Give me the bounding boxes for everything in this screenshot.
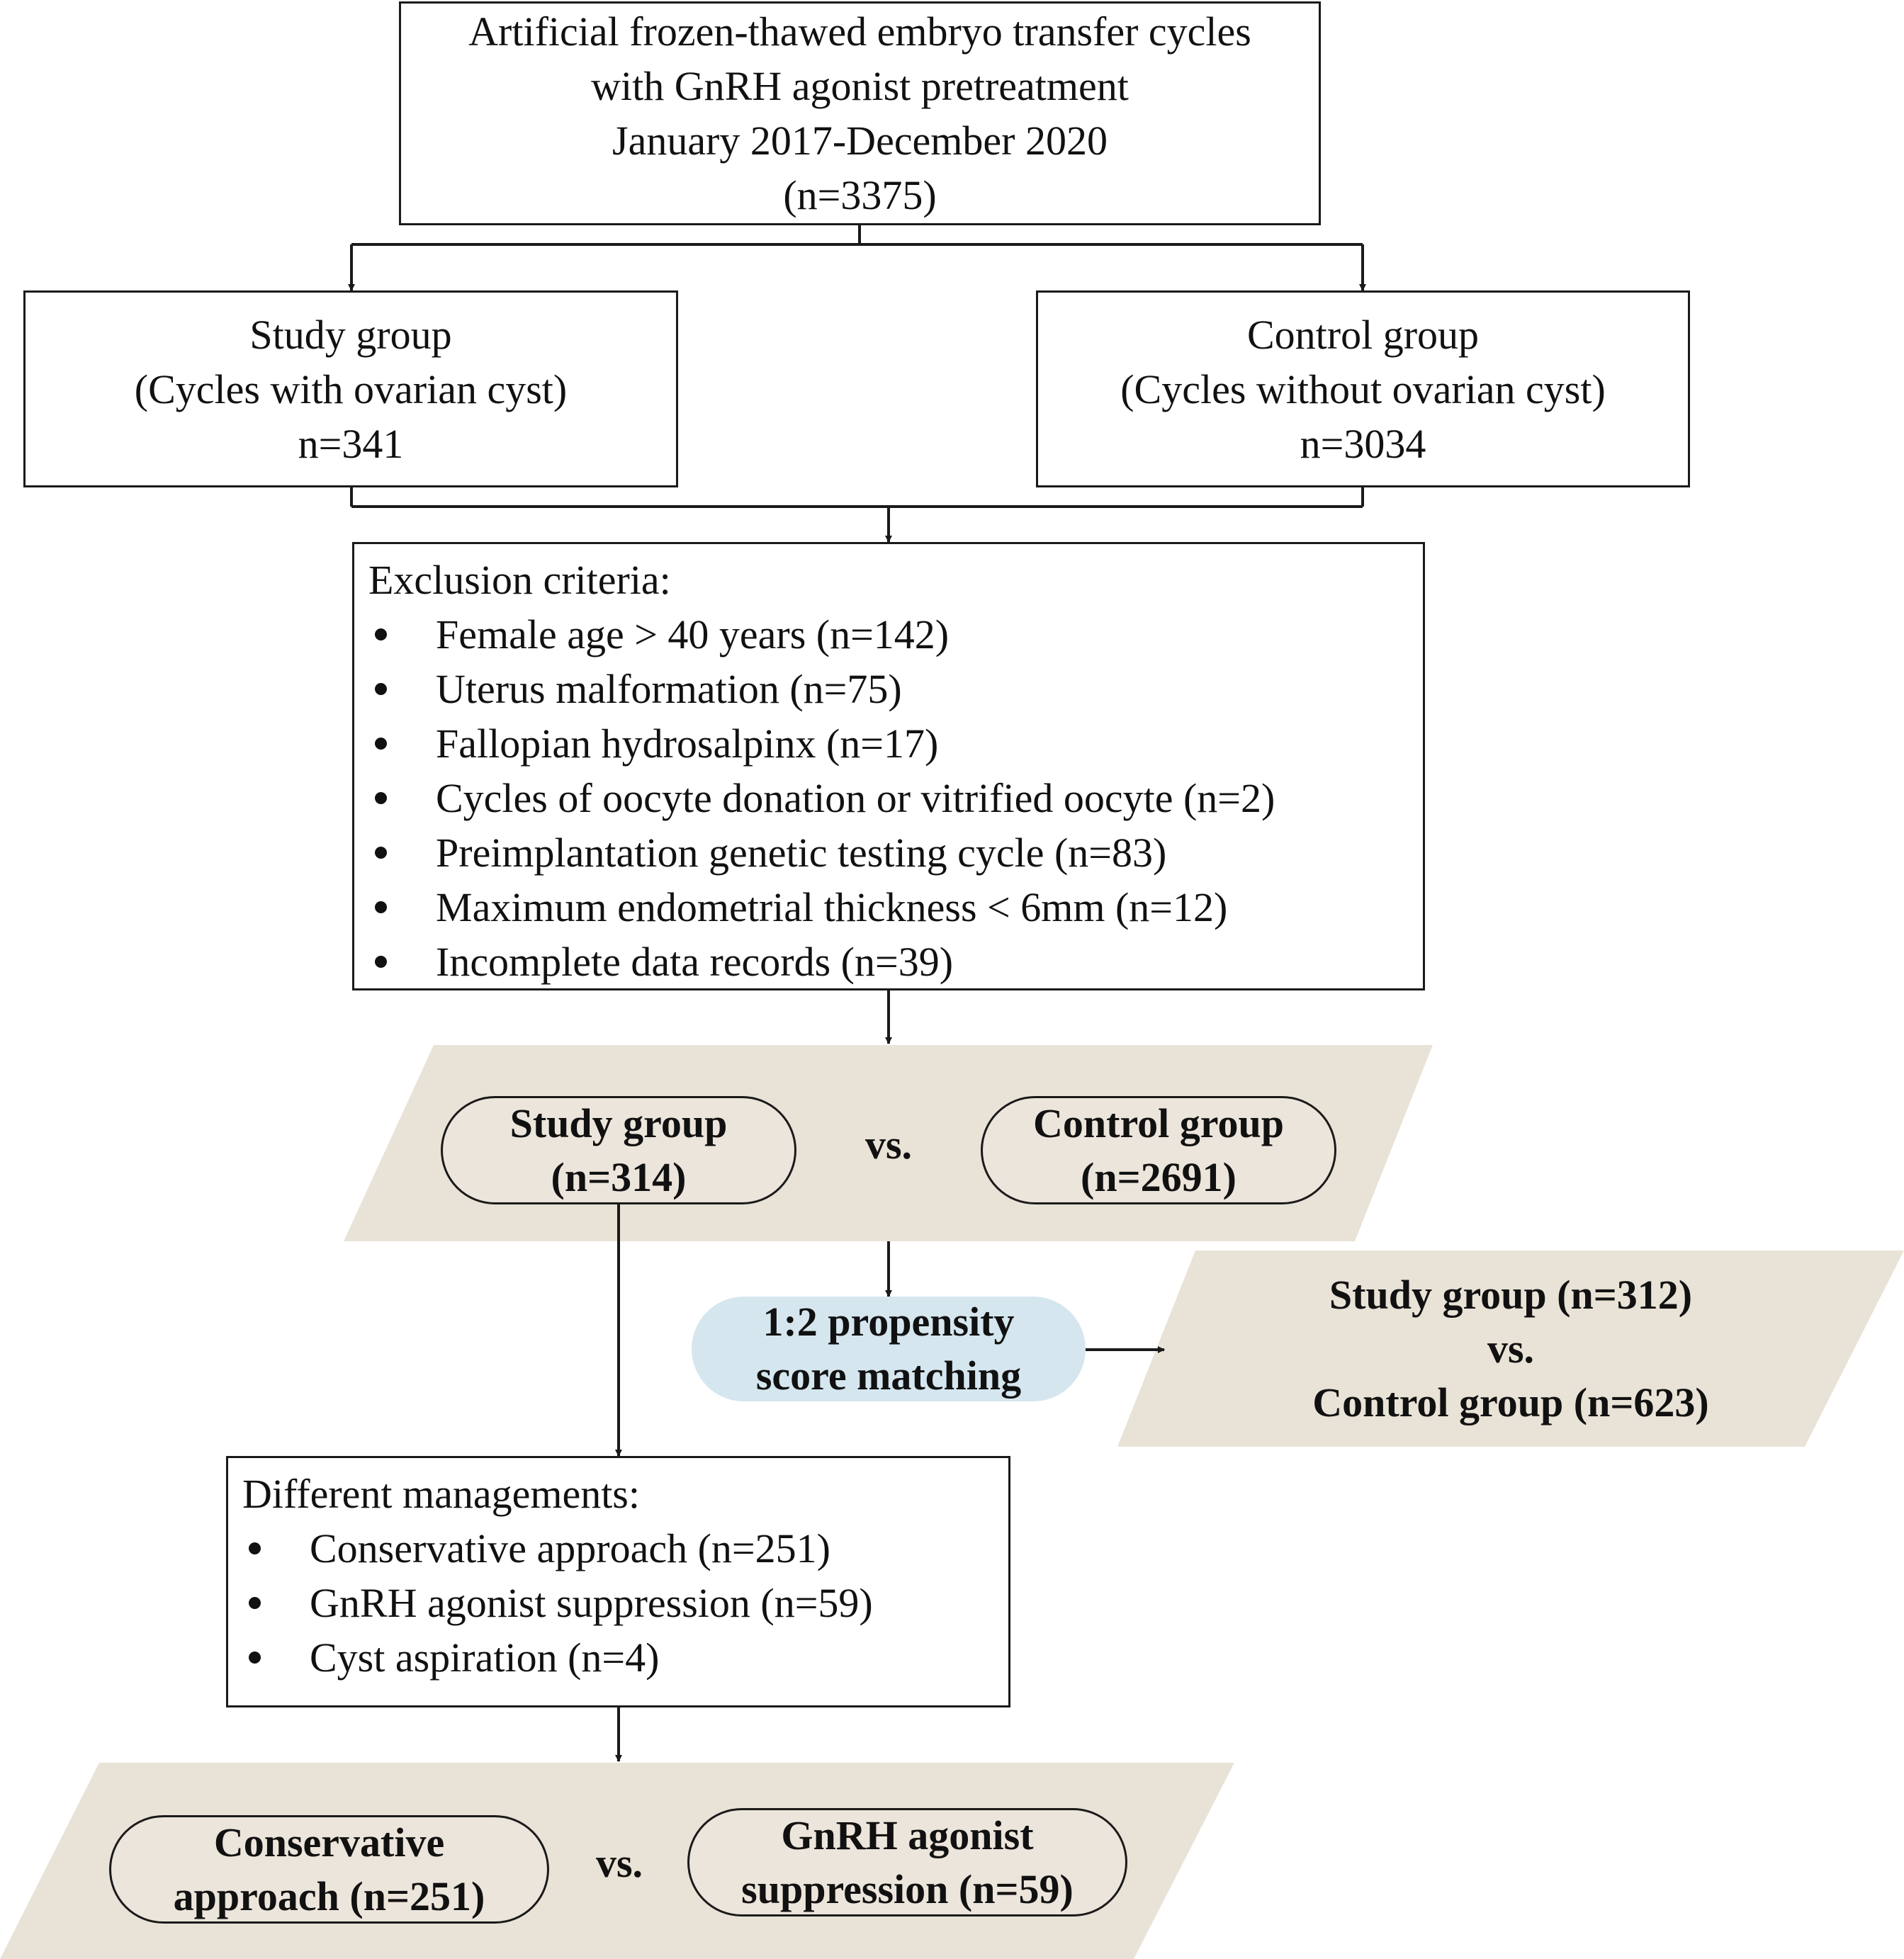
exclusion-item-text: Female age > 40 years (n=142) bbox=[436, 611, 950, 657]
exclusion-item: Maximum endometrial thickness < 6mm (n=1… bbox=[368, 880, 1423, 935]
management-item: GnRH agonist suppression (n=59) bbox=[242, 1576, 1008, 1630]
comparison-2-gnrh-pill: GnRH agonist suppression (n=59) bbox=[687, 1808, 1127, 1916]
bullet-icon bbox=[249, 1652, 261, 1664]
exclusion-item-text: Preimplantation genetic testing cycle (n… bbox=[436, 830, 1167, 876]
study-box-line-1: Study group bbox=[249, 311, 452, 358]
study-box-line-2: (Cycles with ovarian cyst) bbox=[134, 366, 568, 412]
exclusion-item: Preimplantation genetic testing cycle (n… bbox=[368, 825, 1423, 880]
comparison-1-control-pill: Control group (n=2691) bbox=[981, 1096, 1336, 1204]
top-box-line-1: Artificial frozen-thawed embryo transfer… bbox=[468, 9, 1251, 55]
study-group-box: Study group (Cycles with ovarian cyst) n… bbox=[23, 290, 678, 487]
comparison-1-vs: vs. bbox=[864, 1122, 913, 1168]
matched-line-2: vs. bbox=[1487, 1325, 1535, 1372]
matched-parallelogram bbox=[1117, 1251, 1904, 1447]
comparison-2-right-line-2: suppression (n=59) bbox=[741, 1865, 1074, 1912]
bullet-icon bbox=[375, 901, 387, 913]
exclusion-item: Incomplete data records (n=39) bbox=[368, 935, 1423, 989]
control-box-line-2: (Cycles without ovarian cyst) bbox=[1120, 366, 1606, 412]
comparison-1-study-pill: Study group (n=314) bbox=[441, 1096, 796, 1204]
comparison-1-control-line-2: (n=2691) bbox=[1081, 1153, 1237, 1200]
control-box-line-3: n=3034 bbox=[1300, 420, 1426, 467]
bullet-icon bbox=[249, 1597, 261, 1609]
management-item-text: Cyst aspiration (n=4) bbox=[310, 1635, 660, 1681]
comparison-2-conservative-pill: Conservative approach (n=251) bbox=[109, 1815, 549, 1924]
comparison-1-study-line-1: Study group bbox=[509, 1100, 728, 1146]
comparison-1-control-line-1: Control group bbox=[1033, 1100, 1284, 1146]
comparison-1-study-line-2: (n=314) bbox=[551, 1153, 687, 1200]
management-item-text: GnRH agonist suppression (n=59) bbox=[310, 1580, 873, 1626]
comparison-2-vs: vs. bbox=[595, 1840, 643, 1886]
exclusion-item: Female age > 40 years (n=142) bbox=[368, 607, 1423, 662]
top-box-line-2: with GnRH agonist pretreatment bbox=[591, 63, 1129, 109]
exclusion-item-text: Maximum endometrial thickness < 6mm (n=1… bbox=[436, 884, 1228, 930]
managements-box: Different managements: Conservative appr… bbox=[226, 1456, 1010, 1707]
top-box-line-4: (n=3375) bbox=[783, 172, 937, 218]
comparison-2-left-line-2: approach (n=251) bbox=[173, 1873, 485, 1919]
exclusion-item-text: Uterus malformation (n=75) bbox=[436, 666, 902, 712]
bullet-icon bbox=[375, 847, 387, 859]
exclusion-item: Fallopian hydrosalpinx (n=17) bbox=[368, 716, 1423, 771]
bullet-icon bbox=[375, 956, 387, 968]
exclusion-heading: Exclusion criteria: bbox=[368, 557, 671, 603]
exclusion-item-text: Cycles of oocyte donation or vitrified o… bbox=[436, 775, 1275, 821]
matched-result-text: Study group (n=312) vs. Control group (n… bbox=[1217, 1251, 1805, 1447]
comparison-2-right-line-1: GnRH agonist bbox=[781, 1812, 1034, 1858]
propensity-score-matching-pill: 1:2 propensity score matching bbox=[692, 1297, 1086, 1401]
managements-heading: Different managements: bbox=[242, 1471, 640, 1517]
management-item: Conservative approach (n=251) bbox=[242, 1521, 1008, 1576]
exclusion-criteria-box: Exclusion criteria: Female age > 40 year… bbox=[352, 542, 1425, 990]
bullet-icon bbox=[249, 1542, 261, 1554]
psm-line-2: score matching bbox=[755, 1353, 1022, 1399]
control-group-box: Control group (Cycles without ovarian cy… bbox=[1036, 290, 1690, 487]
managements-list: Conservative approach (n=251) GnRH agoni… bbox=[242, 1521, 1008, 1685]
matched-line-3: Control group (n=623) bbox=[1312, 1379, 1709, 1426]
matched-line-1: Study group (n=312) bbox=[1329, 1271, 1693, 1318]
study-box-line-3: n=341 bbox=[298, 420, 404, 467]
bullet-icon bbox=[375, 738, 387, 750]
control-box-line-1: Control group bbox=[1246, 311, 1480, 358]
exclusion-item: Uterus malformation (n=75) bbox=[368, 662, 1423, 716]
comparison-2-left-line-1: Conservative bbox=[213, 1819, 445, 1865]
exclusion-item-text: Incomplete data records (n=39) bbox=[436, 939, 954, 985]
bullet-icon bbox=[375, 792, 387, 804]
psm-line-1: 1:2 propensity bbox=[762, 1299, 1015, 1345]
management-item-text: Conservative approach (n=251) bbox=[310, 1525, 830, 1571]
bullet-icon bbox=[375, 683, 387, 695]
exclusion-item: Cycles of oocyte donation or vitrified o… bbox=[368, 771, 1423, 825]
exclusion-item-text: Fallopian hydrosalpinx (n=17) bbox=[436, 721, 939, 767]
exclusion-list: Female age > 40 years (n=142) Uterus mal… bbox=[368, 607, 1423, 989]
top-box-line-3: January 2017-December 2020 bbox=[612, 118, 1108, 164]
bullet-icon bbox=[375, 628, 387, 640]
top-box: Artificial frozen-thawed embryo transfer… bbox=[399, 1, 1321, 225]
management-item: Cyst aspiration (n=4) bbox=[242, 1630, 1008, 1685]
